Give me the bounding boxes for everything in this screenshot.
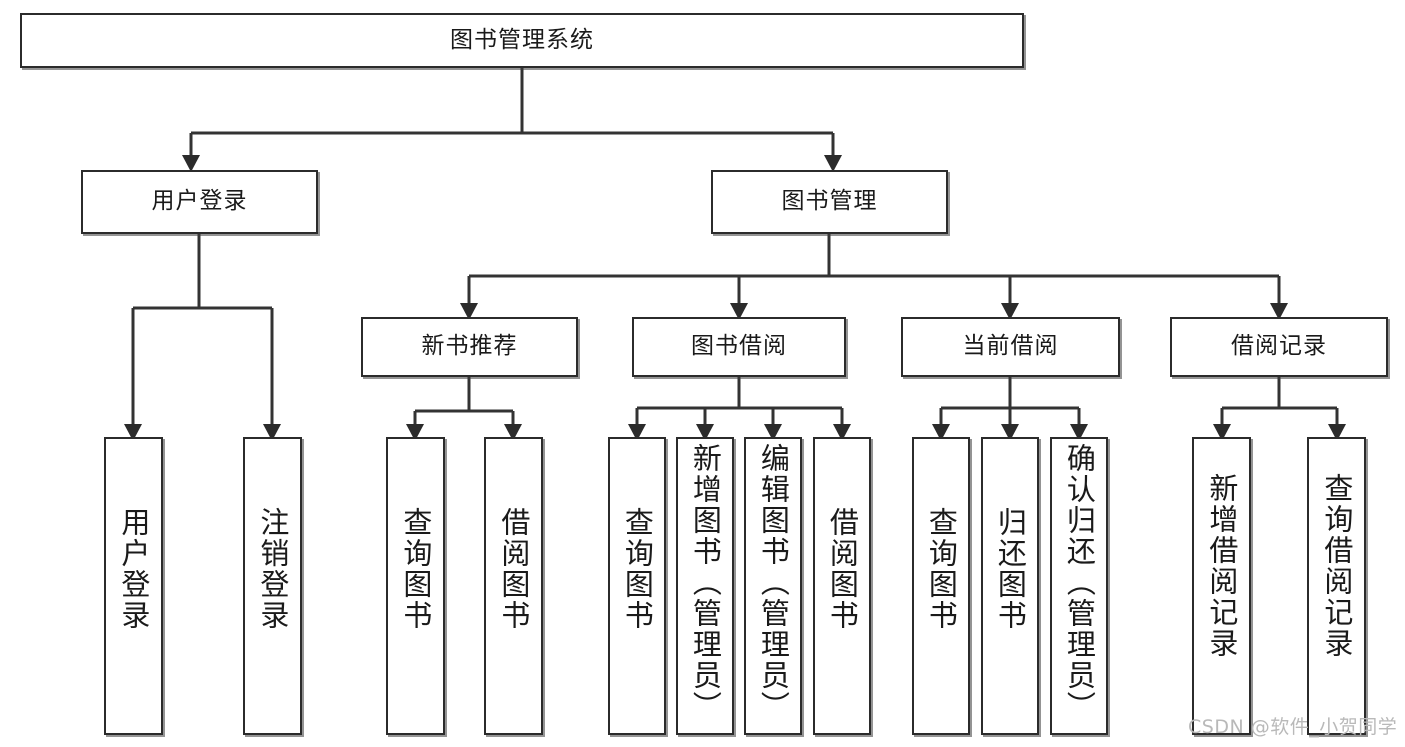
node-label: 新增借阅记录 xyxy=(1204,473,1239,659)
node-label: 用户登录 xyxy=(151,188,248,215)
node-label: 借阅记录 xyxy=(1231,333,1327,360)
leaf-new-book-query[interactable]: 查询图书 xyxy=(386,437,445,735)
node-label: 查询借阅记录 xyxy=(1319,473,1354,659)
leaf-book-borrow-query[interactable]: 查询图书 xyxy=(608,437,666,735)
node-new-book-recommend[interactable]: 新书推荐 xyxy=(361,317,578,377)
node-current-borrow[interactable]: 当前借阅 xyxy=(901,317,1120,377)
node-borrow-record[interactable]: 借阅记录 xyxy=(1170,317,1388,377)
leaf-current-borrow-query[interactable]: 查询图书 xyxy=(912,437,970,735)
node-label: 当前借阅 xyxy=(962,333,1059,360)
node-user-login[interactable]: 用户登录 xyxy=(81,170,318,234)
leaf-book-borrow-borrow[interactable]: 借阅图书 xyxy=(813,437,871,735)
leaf-book-borrow-edit[interactable]: 编辑图书（管理员） xyxy=(744,437,802,735)
leaf-borrow-record-query[interactable]: 查询借阅记录 xyxy=(1307,437,1366,735)
node-label: 编辑图书（管理员） xyxy=(756,443,791,722)
node-book-borrow[interactable]: 图书借阅 xyxy=(632,317,846,377)
node-label: 借阅图书 xyxy=(496,507,531,631)
node-label: 注销登录 xyxy=(255,507,290,631)
leaf-book-borrow-add[interactable]: 新增图书（管理员） xyxy=(676,437,734,735)
node-label: 图书管理系统 xyxy=(450,26,594,53)
node-label: 图书借阅 xyxy=(691,333,787,360)
node-label: 借阅图书 xyxy=(825,507,860,631)
node-label: 确认归还（管理员） xyxy=(1062,443,1097,722)
node-label: 图书管理 xyxy=(781,188,878,215)
node-label: 新书推荐 xyxy=(421,333,518,360)
node-label: 查询图书 xyxy=(398,507,433,631)
leaf-current-borrow-confirm[interactable]: 确认归还（管理员） xyxy=(1050,437,1108,735)
leaf-borrow-record-add[interactable]: 新增借阅记录 xyxy=(1192,437,1251,735)
node-label: 用户登录 xyxy=(116,507,151,631)
node-book-management[interactable]: 图书管理 xyxy=(711,170,948,234)
node-label: 归还图书 xyxy=(993,507,1028,631)
leaf-new-book-borrow[interactable]: 借阅图书 xyxy=(484,437,543,735)
leaf-current-borrow-return[interactable]: 归还图书 xyxy=(981,437,1039,735)
leaf-user-login-logout[interactable]: 注销登录 xyxy=(243,437,302,735)
csdn-watermark: CSDN @软件_小贺同学 xyxy=(1188,716,1398,738)
node-label: 查询图书 xyxy=(620,507,655,631)
leaf-user-login-login[interactable]: 用户登录 xyxy=(104,437,163,735)
node-label: 新增图书（管理员） xyxy=(688,443,723,722)
node-label: 查询图书 xyxy=(924,507,959,631)
node-root-system[interactable]: 图书管理系统 xyxy=(20,13,1024,68)
